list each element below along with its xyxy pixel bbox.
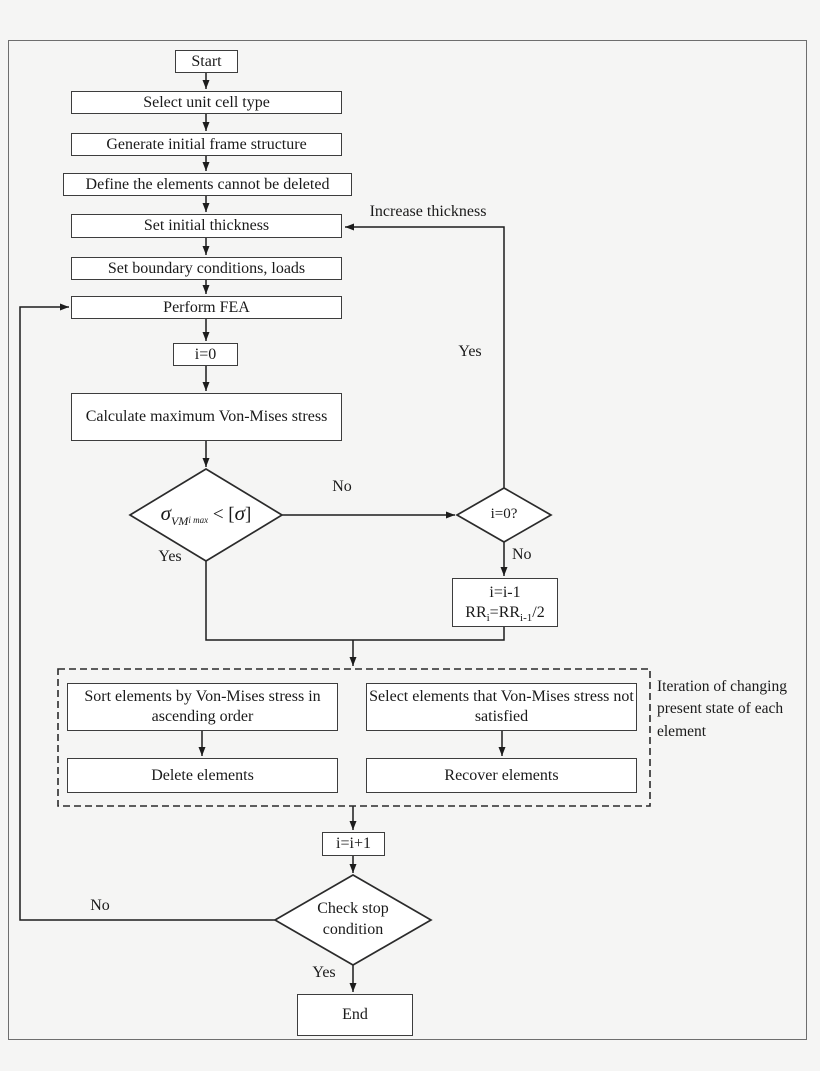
decision-checkstop-label: Check stop condition xyxy=(317,900,389,938)
formula-bracket: ] xyxy=(245,504,252,526)
figure-border xyxy=(8,40,807,1040)
rr-text: RR xyxy=(465,603,487,621)
node-recover-elements-label: Recover elements xyxy=(444,766,559,784)
node-set-thickness-label: Set initial thickness xyxy=(143,217,270,234)
decision-stress-label: σVMi max < [σ] xyxy=(132,488,280,542)
sigma-sub-imax: i max xyxy=(188,515,209,526)
rr-sub-i: i xyxy=(486,611,490,624)
decision-izeroq-label: i=0? xyxy=(490,506,518,523)
edge-izeroq-yes-loop xyxy=(345,223,505,488)
node-set-boundary-label: Set boundary conditions, loads xyxy=(107,259,306,277)
edge-label-yes-stop: Yes xyxy=(312,964,336,981)
stress-formula: σVMi max < [σ] xyxy=(161,500,252,530)
rr-sub-i-1: i-1 xyxy=(520,611,533,624)
node-start: Start xyxy=(175,50,238,73)
node-select-unit-cell: Select unit cell type xyxy=(71,91,342,114)
edge-label-no-stress: No xyxy=(332,478,352,495)
edge-label-yes-thickness: Yes xyxy=(458,343,482,360)
node-sort-elements-label: Sort elements by Von-Mises stress in asc… xyxy=(84,688,321,725)
node-recover-elements: Recover elements xyxy=(366,758,637,793)
node-end-label: End xyxy=(342,1006,368,1023)
edge-stop-no-loop xyxy=(19,303,275,921)
formula-operator: < [ xyxy=(208,504,235,526)
node-set-boundary: Set boundary conditions, loads xyxy=(71,257,342,280)
iteration-dashed-group xyxy=(57,668,651,807)
node-i-plus-1-label: i=i+1 xyxy=(336,835,371,852)
node-select-elements: Select elements that Von-Mises stress no… xyxy=(366,683,637,731)
node-set-thickness: Set initial thickness xyxy=(71,214,342,238)
decision-checkstop-diamond xyxy=(273,874,433,966)
node-rr-line1: i=i-1 xyxy=(489,583,521,601)
sigma-allowable: σ xyxy=(234,501,245,526)
edge-label-yes-stress: Yes xyxy=(158,548,182,565)
edge-label-no-stop: No xyxy=(90,897,110,914)
sigma-sub-vm: VM xyxy=(171,514,189,529)
node-delete-elements: Delete elements xyxy=(67,758,338,793)
sigma-symbol: σ xyxy=(160,501,172,526)
node-rr-update: i=i-1 RRi=RRi-1/2 xyxy=(452,578,558,627)
rr-text: /2 xyxy=(532,603,545,621)
node-i-equals-0: i=0 xyxy=(173,343,238,366)
node-start-label: Start xyxy=(191,52,222,70)
node-i-equals-0-label: i=0 xyxy=(194,345,217,363)
node-end: End xyxy=(297,994,413,1036)
node-define-elements: Define the elements cannot be deleted xyxy=(63,173,352,196)
node-sort-elements: Sort elements by Von-Mises stress in asc… xyxy=(67,683,338,731)
node-delete-elements-label: Delete elements xyxy=(151,766,254,784)
node-define-elements-label: Define the elements cannot be deleted xyxy=(85,175,330,193)
node-rr-line2: RRi=RRi-1/2 xyxy=(465,603,545,624)
rr-text: =RR xyxy=(489,603,521,621)
node-calc-vonmises-label: Calculate maximum Von-Mises stress xyxy=(85,408,328,425)
node-select-elements-label: Select elements that Von-Mises stress no… xyxy=(369,688,634,725)
node-calc-vonmises: Calculate maximum Von-Mises stress xyxy=(71,393,342,441)
edge-label-increase-thickness: Increase thickness xyxy=(369,203,487,220)
node-select-unit-cell-label: Select unit cell type xyxy=(143,93,270,111)
node-i-plus-1: i=i+1 xyxy=(322,832,385,856)
decision-izeroq-diamond xyxy=(455,487,553,543)
node-generate-frame-label: Generate initial frame structure xyxy=(106,135,307,153)
node-generate-frame: Generate initial frame structure xyxy=(71,133,342,156)
node-perform-fea-label: Perform FEA xyxy=(163,298,250,316)
decision-stress-diamond xyxy=(128,468,284,562)
edge-label-no-izeroq: No xyxy=(512,546,532,563)
node-perform-fea: Perform FEA xyxy=(71,296,342,319)
edge-merge-junction xyxy=(205,561,505,641)
iteration-annotation: Iteration of changing present state of e… xyxy=(657,678,787,740)
